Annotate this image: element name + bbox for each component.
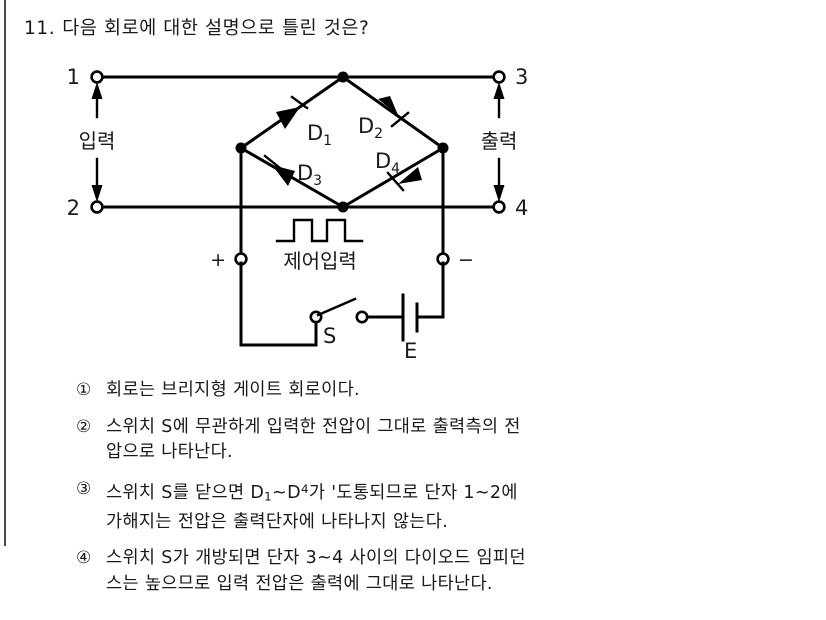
option-marker-2: ② [76, 416, 92, 437]
diode-d1-symbol [276, 95, 309, 129]
plus-sign-label: + [210, 249, 226, 271]
input-arrow-up-head [91, 82, 103, 99]
diode-d3-symbol [263, 154, 295, 186]
option-text-3: 스위치 S를 닫으면 D1~D4가 '도통되므로 단자 1~2에 가해지는 전압… [106, 481, 518, 532]
input-arrow-down-head [91, 185, 103, 202]
terminal-4-label: 4 [515, 196, 528, 220]
terminal-2-label: 2 [67, 196, 80, 220]
option-item-3[interactable]: ③ 스위치 S를 닫으면 D1~D4가 '도통되므로 단자 1~2에 가해지는 … [76, 477, 806, 536]
bridge-gate-circuit-svg: .wire { stroke:#000; stroke-width:3; fil… [67, 65, 529, 360]
option-marker-4: ④ [76, 548, 92, 569]
page-left-rule [4, 0, 6, 546]
output-arrow-down-head [493, 185, 505, 202]
question-stem: 11. 다음 회로에 대한 설명으로 틀린 것은? [24, 14, 369, 40]
option-item-4[interactable]: ④ 스위치 S가 개방되면 단자 3~4 사이의 다이오드 임피던 스는 높으므… [76, 546, 806, 597]
battery-label: E [404, 339, 417, 360]
terminal-3-node [492, 70, 506, 84]
question-text: 다음 회로에 대한 설명으로 틀린 것은? [62, 18, 370, 39]
control-input-label: 제어입력 [283, 249, 357, 273]
option-text-1: 회로는 브리지형 게이트 회로이다. [106, 380, 360, 400]
terminal-2-node [90, 200, 104, 214]
question-number: 11. [24, 18, 56, 39]
option-text-4: 스위치 S가 개방되면 단자 3~4 사이의 다이오드 임피던 스는 높으므로 … [106, 548, 526, 594]
terminal-3-label: 3 [515, 65, 528, 89]
option-item-1[interactable]: ① 회로는 브리지형 게이트 회로이다. [76, 378, 806, 404]
diode-d4-label: D4 [375, 149, 400, 177]
diode-d3-label: D3 [297, 161, 322, 189]
terminal-4-node [492, 200, 506, 214]
answer-options-list: ① 회로는 브리지형 게이트 회로이다. ② 스위치 S에 무관하게 입력한 전… [76, 378, 806, 608]
bridge-bottom-junction [337, 201, 349, 213]
terminal-1-node [90, 70, 104, 84]
minus-sign-label: − [458, 249, 474, 271]
diode-d1-label: D1 [307, 121, 332, 149]
switch-label: S [323, 324, 336, 348]
diode-d2-label: D2 [358, 114, 383, 142]
output-label: 출력 [481, 129, 518, 153]
terminal-1-label: 1 [67, 65, 80, 89]
option-item-2[interactable]: ② 스위치 S에 무관하게 입력한 전압이 그대로 출력측의 전 압으로 나타난… [76, 415, 806, 466]
diode-d2-symbol [378, 96, 410, 128]
input-label: 입력 [79, 129, 116, 153]
output-arrow-up-head [493, 82, 505, 99]
wire-diode-d3-branch [238, 145, 346, 210]
option-marker-1: ① [76, 380, 92, 400]
pulse-waveform-icon [275, 218, 364, 243]
option-marker-3: ③ [76, 478, 92, 499]
circuit-diagram-figure: .wire { stroke:#000; stroke-width:3; fil… [0, 55, 620, 360]
wire-diode-d2-branch [340, 74, 446, 151]
switch-blade[interactable] [316, 297, 357, 317]
switch-fixed-contact [355, 310, 369, 324]
bridge-top-junction [337, 71, 349, 83]
diode-d4-symbol [386, 167, 422, 192]
option-text-2: 스위치 S에 무관하게 입력한 전압이 그대로 출력측의 전 압으로 나타난다. [106, 416, 521, 463]
